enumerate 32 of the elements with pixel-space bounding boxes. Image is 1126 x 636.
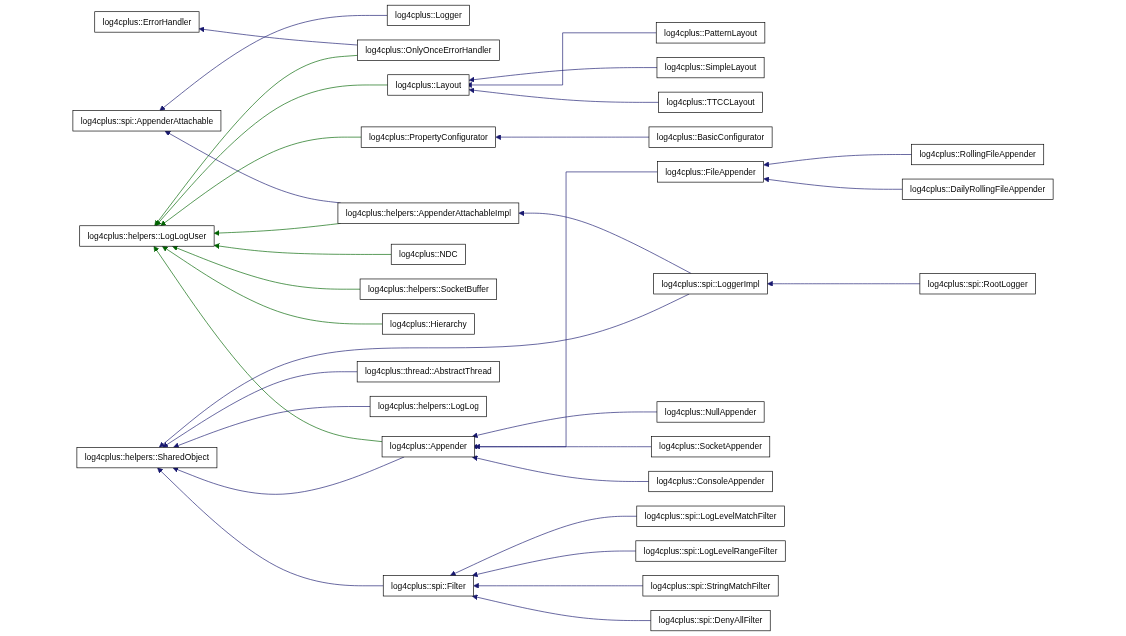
node-box: log4cplus::spi::DenyAllFilter bbox=[650, 610, 771, 632]
node-box: log4cplus::helpers::SocketBuffer bbox=[359, 278, 497, 300]
node-box: log4cplus::OnlyOnceErrorHandler bbox=[357, 39, 500, 61]
node-box: log4cplus::NDC bbox=[390, 243, 466, 265]
node-box: log4cplus::NullAppender bbox=[656, 401, 765, 423]
node-box: log4cplus::spi::LogLevelRangeFilter bbox=[635, 540, 786, 562]
node-box: log4cplus::FileAppender bbox=[657, 161, 764, 183]
node-box: log4cplus::spi::Filter bbox=[382, 575, 474, 597]
node-box: log4cplus::Appender bbox=[381, 436, 476, 458]
node-box: log4cplus::ConsoleAppender bbox=[648, 470, 773, 493]
node-box: log4cplus::RollingFileAppender bbox=[911, 143, 1045, 166]
node-box: log4cplus::SocketAppender bbox=[651, 436, 771, 458]
node-box: log4cplus::Hierarchy bbox=[382, 313, 475, 335]
node-box: log4cplus::thread::AbstractThread bbox=[356, 361, 500, 383]
node-box: log4cplus::spi::StringMatchFilter bbox=[642, 575, 779, 597]
node-box: log4cplus::spi::AppenderAttachable bbox=[72, 110, 222, 132]
node-box: log4cplus::ErrorHandler bbox=[94, 11, 200, 33]
node-box: log4cplus::SimpleLayout bbox=[656, 57, 765, 79]
node-box: log4cplus::helpers::AppenderAttachableImpl bbox=[337, 202, 520, 224]
node-box: log4cplus::helpers::LogLog bbox=[369, 395, 487, 418]
node-box: log4cplus::DailyRollingFileAppender bbox=[901, 178, 1054, 200]
node-box: log4cplus::PatternLayout bbox=[655, 22, 766, 44]
node-box: log4cplus::helpers::LogLogUser bbox=[79, 225, 215, 247]
node-box: log4cplus::helpers::SharedObject bbox=[76, 447, 218, 469]
node-box: log4cplus::PropertyConfigurator bbox=[360, 126, 496, 148]
node-box: log4cplus::Layout bbox=[387, 74, 470, 96]
node-box: log4cplus::TTCCLayout bbox=[658, 91, 763, 113]
node-box: log4cplus::spi::RootLogger bbox=[919, 273, 1036, 295]
node-box: log4cplus::spi::LogLevelMatchFilter bbox=[636, 505, 785, 527]
node-box: log4cplus::BasicConfigurator bbox=[648, 126, 773, 148]
node-box: log4cplus::Logger bbox=[386, 4, 470, 26]
node-box: log4cplus::spi::LoggerImpl bbox=[653, 273, 768, 295]
